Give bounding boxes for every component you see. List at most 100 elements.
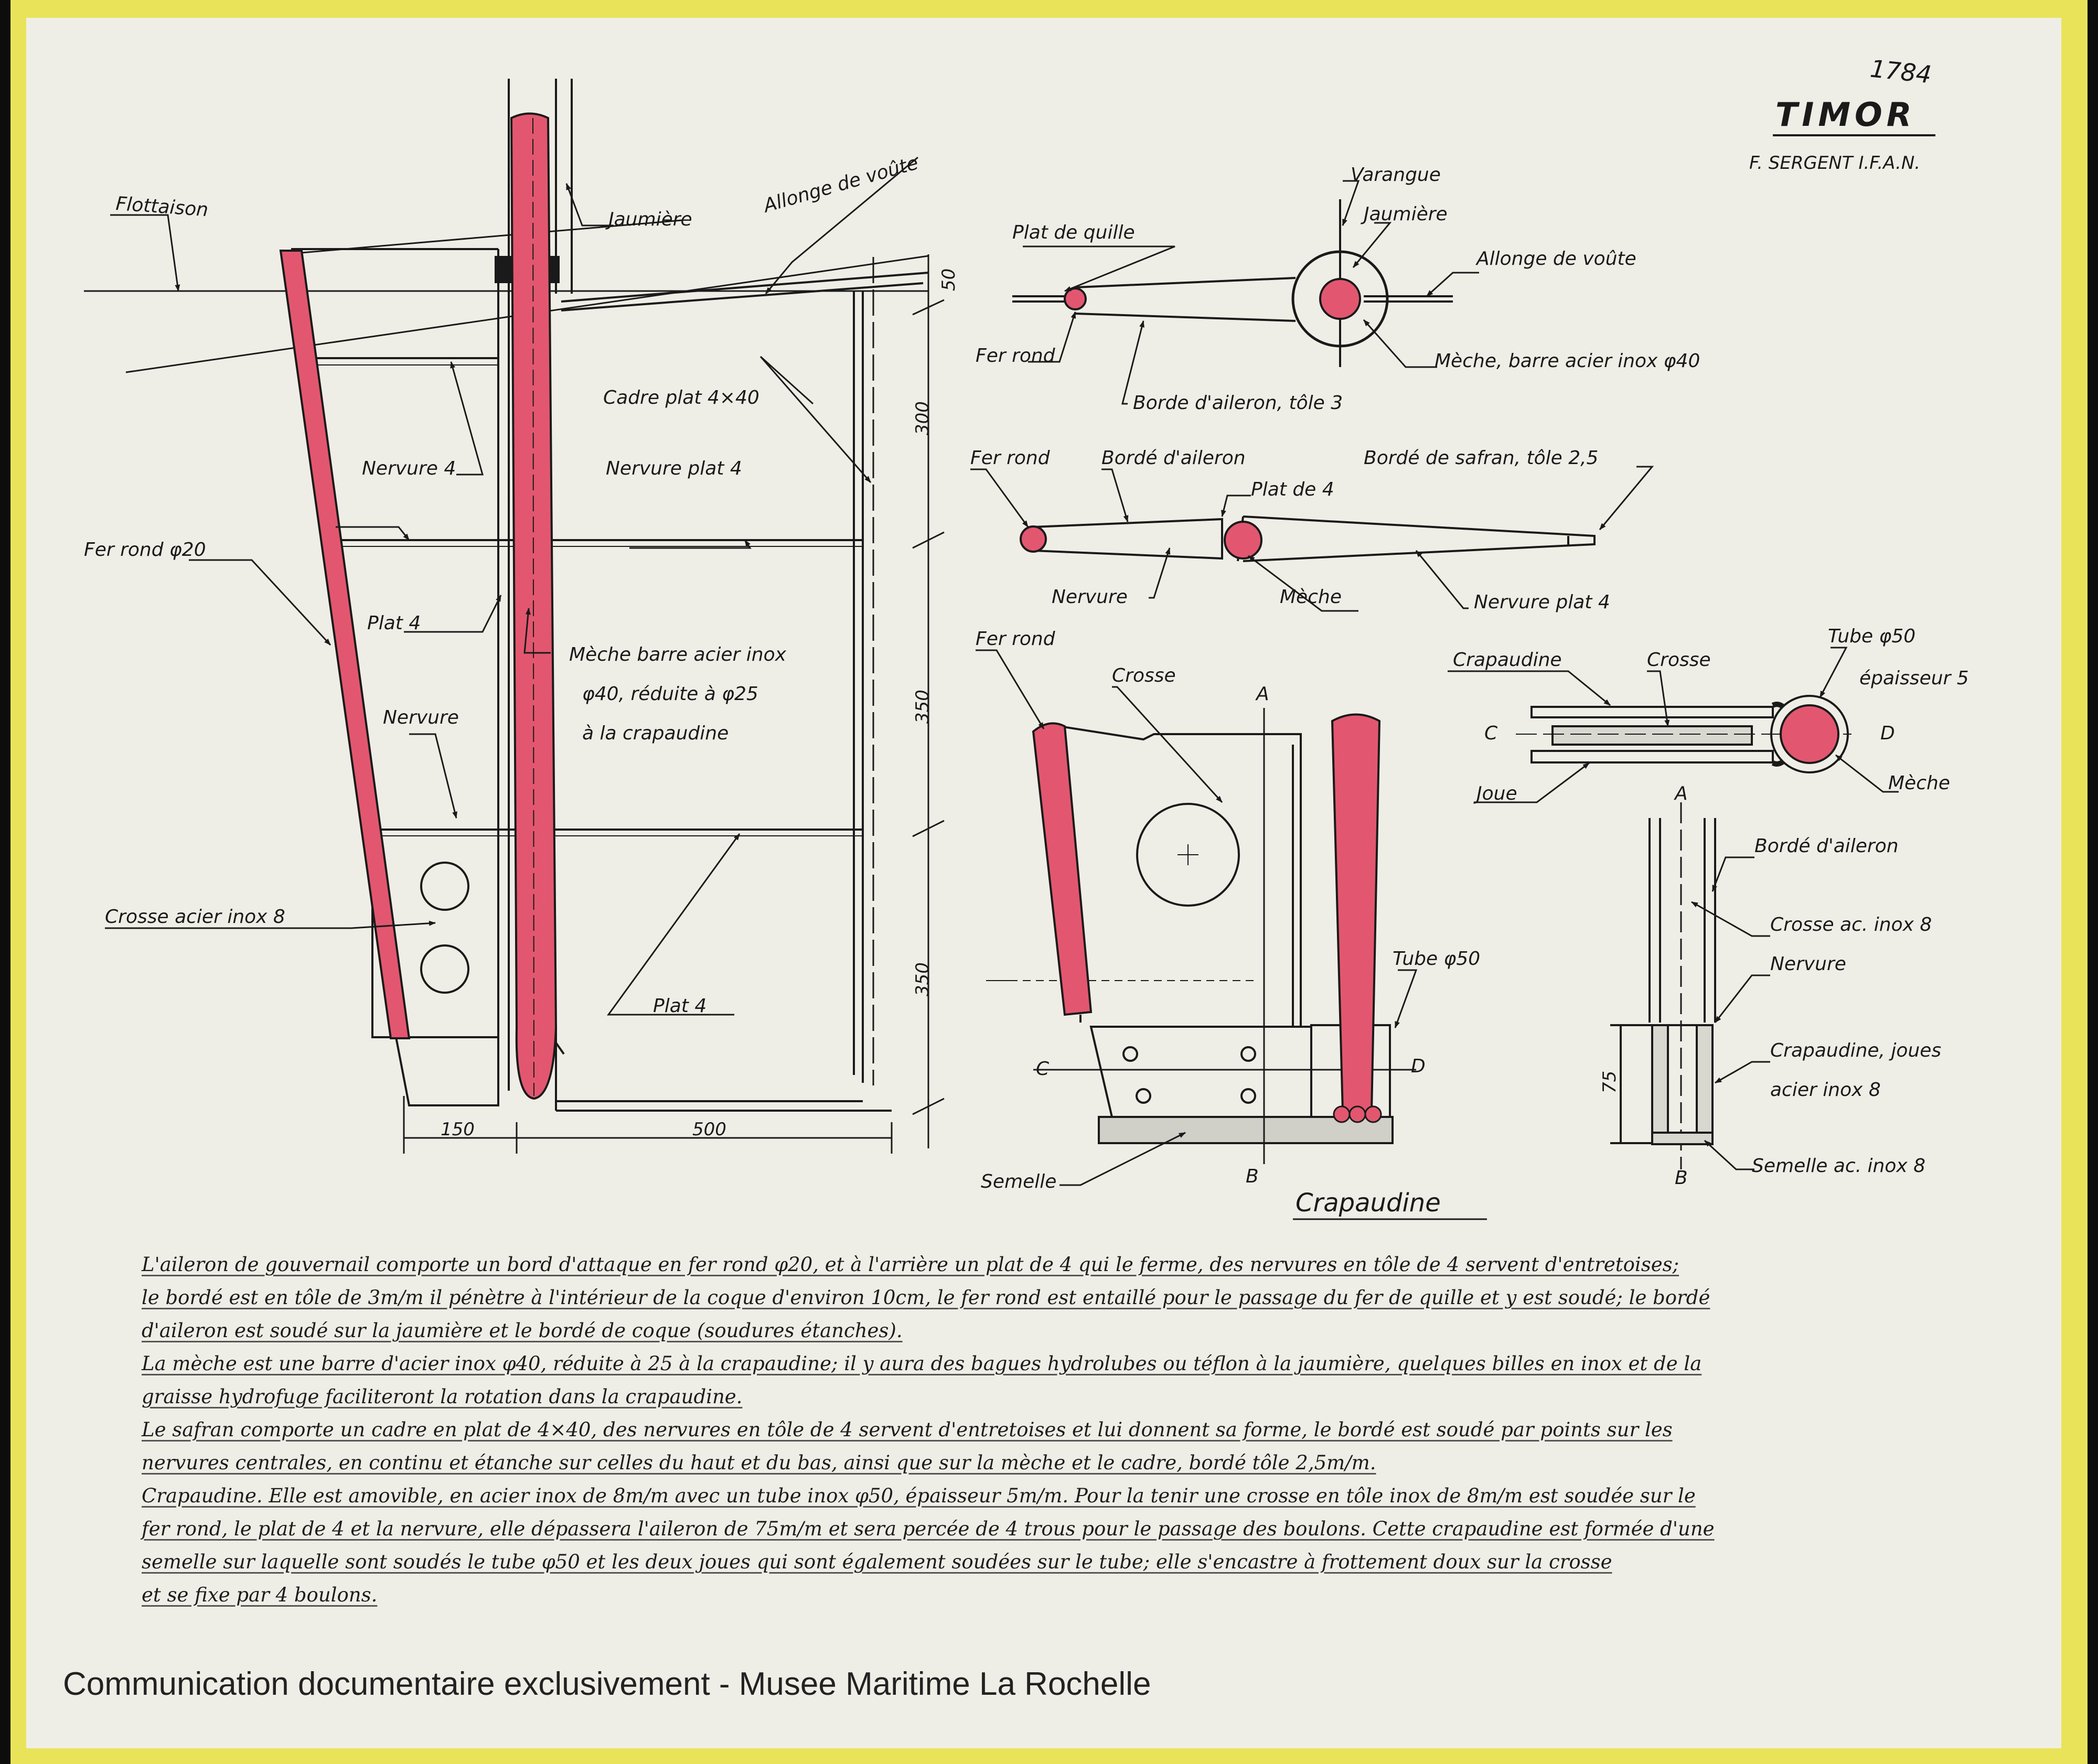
label-crosse-ab: Crosse ac. inox 8 [1770, 914, 1932, 935]
label-crosse: Crosse acier inox 8 [105, 906, 285, 928]
label-semelle-ab: Semelle ac. inox 8 [1752, 1155, 1925, 1177]
side-dimensions [403, 254, 945, 1154]
paper-sheet [26, 18, 2061, 1748]
label-crap-ab-2: acier inox 8 [1770, 1079, 1881, 1101]
label-meche-3: à la crapaudine [582, 723, 729, 744]
section-mark-d: D [1411, 1056, 1426, 1077]
dim-50: 50 [938, 268, 959, 291]
section-mark-b2: B [1675, 1167, 1688, 1189]
crapaudine-meche [1331, 713, 1381, 1113]
note-line: La mèche est une barre d'acier inox φ40,… [142, 1352, 1702, 1375]
label-meche-1: Mèche barre acier inox [569, 644, 787, 665]
label-joue-cd: Joue [1473, 783, 1517, 804]
watermark: Communication documentaire exclusivement… [63, 1666, 1151, 1702]
ball-bearing [1333, 1105, 1351, 1123]
author: F. SERGENT I.F.A.N. [1749, 153, 1920, 174]
label-jaumiere-top: Jaumière [1361, 203, 1448, 225]
dim-350a: 350 [912, 690, 933, 724]
sheet-number: 1784 [1869, 55, 1933, 89]
dim-150: 150 [441, 1119, 475, 1140]
dim-350b: 350 [912, 962, 933, 996]
label-borde-aileron-mid: Bordé d'aileron [1101, 447, 1246, 469]
label-fer-rond-crap: Fer rond [976, 628, 1056, 650]
section-ab [1610, 802, 1716, 1169]
section-top [1012, 199, 1453, 367]
section-mark-d2: D [1880, 723, 1895, 744]
crosse-hole [420, 862, 469, 911]
drawing-title: TIMOR [1775, 95, 1916, 134]
label-allonge-top: Allonge de voûte [1475, 248, 1636, 270]
label-meche-cd: Mèche [1888, 772, 1950, 794]
label-fer-rond: Fer rond φ20 [84, 539, 206, 561]
label-nervure-ab: Nervure [1770, 953, 1846, 975]
label-fer-rond-top: Fer rond [976, 345, 1056, 367]
note-line: L'aileron de gouvernail comporte un bord… [142, 1253, 1679, 1276]
label-plat4-mid: Plat de 4 [1251, 479, 1334, 500]
section-mid-leaders [970, 466, 1654, 612]
crosse-hole [420, 944, 469, 994]
fer-rond-leading-edge [279, 250, 411, 1039]
caption-crapaudine: Crapaudine [1296, 1188, 1441, 1218]
section-top-leaders [1023, 180, 1479, 405]
section-cd [1516, 695, 1851, 773]
label-epaisseur-cd: épaisseur 5 [1859, 668, 1969, 689]
label-varangue: Varangue [1351, 164, 1441, 186]
section-ab-leaders [1691, 856, 1770, 1170]
ball-bearing [1364, 1105, 1382, 1123]
label-fer-rond-mid: Fer rond [970, 447, 1051, 469]
label-nervure4: Nervure 4 [362, 458, 456, 479]
frame-top-inner [561, 282, 924, 311]
label-allonge: Allonge de voûte [760, 152, 920, 217]
note-line: et se fixe par 4 boulons. [142, 1584, 378, 1606]
label-tube-cd: Tube φ50 [1828, 626, 1915, 647]
note-line: semelle sur laquelle sont soudés le tube… [142, 1551, 1612, 1573]
label-cadre: Cadre plat 4×40 [603, 387, 759, 408]
label-flottaison: Flottaison [115, 193, 209, 221]
ball-bearing [1348, 1105, 1366, 1123]
section-mark-a2: A [1674, 783, 1688, 804]
label-nervure-plat4: Nervure plat 4 [606, 458, 742, 479]
note-line: Crapaudine. Elle est amovible, en acier … [142, 1485, 1696, 1507]
label-crosse-crap: Crosse [1112, 665, 1176, 686]
crapaudine-leaders [976, 649, 1418, 1186]
label-meche-2: φ40, réduite à φ25 [582, 683, 758, 705]
note-line: d'aileron est soudé sur la jaumière et l… [142, 1319, 903, 1342]
label-borde-safran-mid: Bordé de safran, tôle 2,5 [1364, 447, 1598, 469]
description-notes: L'aileron de gouvernail comporte un bord… [142, 1248, 2030, 1611]
label-jaumiere: Jaumière [605, 209, 692, 230]
section-mark-a: A [1255, 683, 1269, 705]
dim-300: 300 [912, 401, 933, 435]
side-view [84, 79, 929, 1112]
note-line: le bordé est en tôle de 3m/m il pénètre … [142, 1286, 1710, 1309]
label-plat-quille: Plat de quille [1012, 222, 1135, 243]
label-plat4: Plat 4 [367, 612, 421, 634]
label-tube-crap: Tube φ50 [1393, 948, 1480, 970]
label-nervure-mid: Nervure [1052, 586, 1128, 608]
meche-centerline [532, 117, 534, 1096]
section-mid [1020, 515, 1596, 562]
section-mark-c: C [1036, 1058, 1050, 1080]
label-borde-ab: Bordé d'aileron [1754, 835, 1899, 857]
label-nervure: Nervure [383, 707, 459, 728]
section-mark-b: B [1246, 1166, 1259, 1187]
note-line: fer rond, le plat de 4 et la nervure, el… [142, 1518, 1715, 1540]
label-nervure-plat4-mid: Nervure plat 4 [1474, 591, 1610, 613]
section-cd-leaders [1448, 647, 1899, 803]
label-borde-top: Borde d'aileron, tôle 3 [1133, 392, 1343, 414]
label-crapaudine-cd: Crapaudine [1453, 649, 1562, 671]
note-line: graisse hydrofuge faciliteront la rotati… [142, 1385, 743, 1408]
label-crap-ab-1: Crapaudine, joues [1770, 1040, 1941, 1061]
crapaudine-profile [394, 1036, 499, 1106]
label-meche-top: Mèche, barre acier inox φ40 [1435, 350, 1700, 372]
dim-500: 500 [692, 1119, 726, 1140]
label-crosse-cd: Crosse [1647, 649, 1711, 671]
label-meche-mid: Mèche [1280, 586, 1342, 608]
note-line: Le safran comporte un cadre en plat de 4… [142, 1418, 1673, 1441]
dim-75: 75 [1599, 1071, 1620, 1093]
crapaudine-fer-rond [1032, 722, 1093, 1016]
label-plat4-bottom: Plat 4 [653, 995, 707, 1017]
section-mark-c2: C [1484, 723, 1498, 744]
frame-top [561, 272, 929, 303]
note-line: nervures centrales, en continu et étanch… [142, 1451, 1376, 1474]
